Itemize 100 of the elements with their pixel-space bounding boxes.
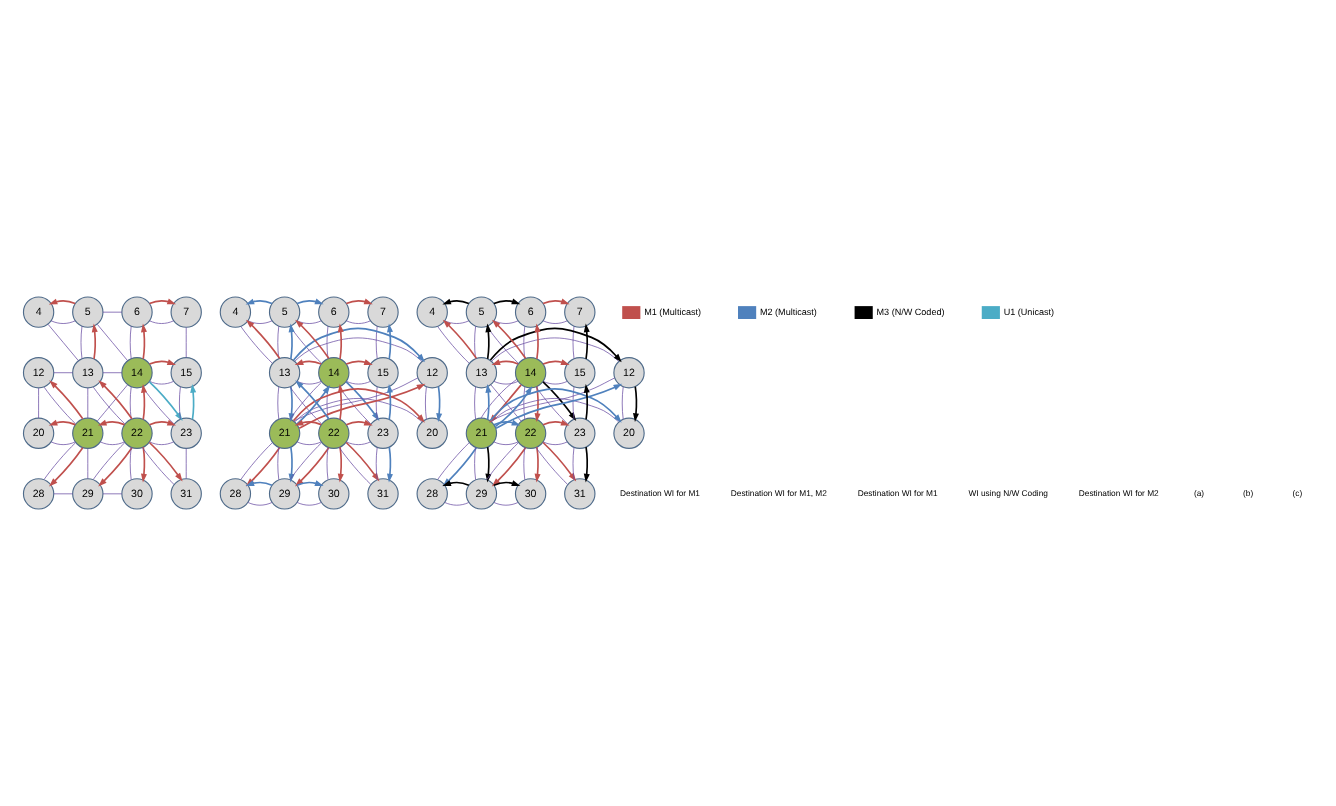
arrow: [493, 298, 521, 305]
connector: [277, 325, 280, 359]
connector: [96, 323, 128, 361]
connector: [92, 442, 126, 480]
connector: [345, 441, 371, 445]
connector: [47, 323, 79, 361]
connector: [87, 448, 89, 480]
connector: [296, 502, 322, 506]
connector: [129, 386, 132, 420]
connector: [535, 447, 568, 485]
arrow: [633, 385, 639, 422]
arrow: [91, 323, 98, 360]
arrow: [288, 385, 295, 422]
connector: [486, 326, 519, 364]
connector: [542, 320, 568, 324]
connector: [444, 502, 470, 506]
arrow: [491, 359, 519, 365]
connector: [339, 386, 372, 425]
connector: [437, 442, 470, 480]
arrow: [345, 359, 373, 365]
arrow: [294, 419, 323, 426]
connector: [80, 325, 83, 359]
arrow: [583, 384, 590, 421]
connector: [572, 447, 575, 481]
connector: [289, 442, 322, 480]
connector: [542, 441, 568, 445]
connector: [53, 493, 74, 495]
arrow: [491, 446, 527, 487]
connector: [149, 380, 174, 385]
arrow: [148, 298, 176, 305]
arrow: [387, 446, 393, 483]
arrow: [534, 323, 541, 360]
arrow: [245, 446, 281, 487]
arrow: [436, 385, 443, 422]
connector: [149, 441, 174, 445]
arrow: [48, 298, 76, 305]
connector: [102, 493, 123, 495]
connector: [444, 320, 470, 324]
connector: [542, 380, 568, 385]
arrow: [493, 480, 521, 487]
arrow: [295, 319, 330, 360]
connector: [142, 386, 175, 425]
arrow: [48, 419, 76, 426]
connector: [102, 311, 123, 313]
arrow: [148, 359, 176, 365]
connector: [43, 442, 76, 480]
connector: [345, 320, 371, 324]
arrow: [140, 446, 147, 483]
arrow: [296, 385, 331, 426]
connector: [493, 502, 519, 506]
connector: [493, 380, 519, 385]
connector: [53, 372, 74, 374]
arrow: [534, 446, 541, 483]
connector: [493, 441, 519, 445]
arrow: [337, 323, 344, 360]
connector: [425, 386, 427, 420]
connector: [572, 325, 575, 359]
arrow: [345, 298, 373, 305]
arrow: [295, 380, 330, 420]
connector: [345, 380, 371, 385]
connector: [247, 320, 273, 324]
connector: [277, 386, 280, 420]
connector: [99, 441, 125, 445]
arrow: [190, 384, 197, 421]
arrow: [345, 419, 373, 426]
arrow: [245, 480, 273, 487]
connector: [474, 447, 476, 481]
arrow: [489, 327, 622, 363]
connector: [523, 325, 526, 359]
connector: [289, 326, 322, 364]
connector: [185, 448, 187, 480]
connector: [50, 441, 76, 445]
connector: [474, 325, 476, 359]
arrow: [296, 298, 324, 305]
arrow: [337, 446, 344, 483]
connector: [43, 386, 76, 425]
connector: [240, 326, 273, 364]
arrow: [387, 323, 393, 360]
arrow: [141, 384, 147, 421]
connector: [535, 386, 568, 425]
connector: [437, 326, 470, 364]
connector: [129, 325, 132, 359]
arrow: [534, 385, 541, 422]
arrow: [337, 384, 344, 421]
arrow: [442, 298, 470, 305]
arrow: [294, 359, 323, 365]
connector: [277, 447, 280, 481]
connector: [339, 447, 372, 485]
connector: [621, 386, 624, 420]
arrow: [288, 323, 295, 360]
arrow: [245, 298, 273, 305]
arrow: [583, 446, 590, 483]
arrow: [246, 319, 281, 360]
arrow: [542, 419, 570, 426]
arrow: [492, 319, 527, 360]
connector: [474, 386, 476, 420]
arrow: [49, 380, 84, 420]
connector: [375, 386, 378, 420]
arrow: [442, 319, 478, 360]
arrow: [542, 298, 570, 305]
